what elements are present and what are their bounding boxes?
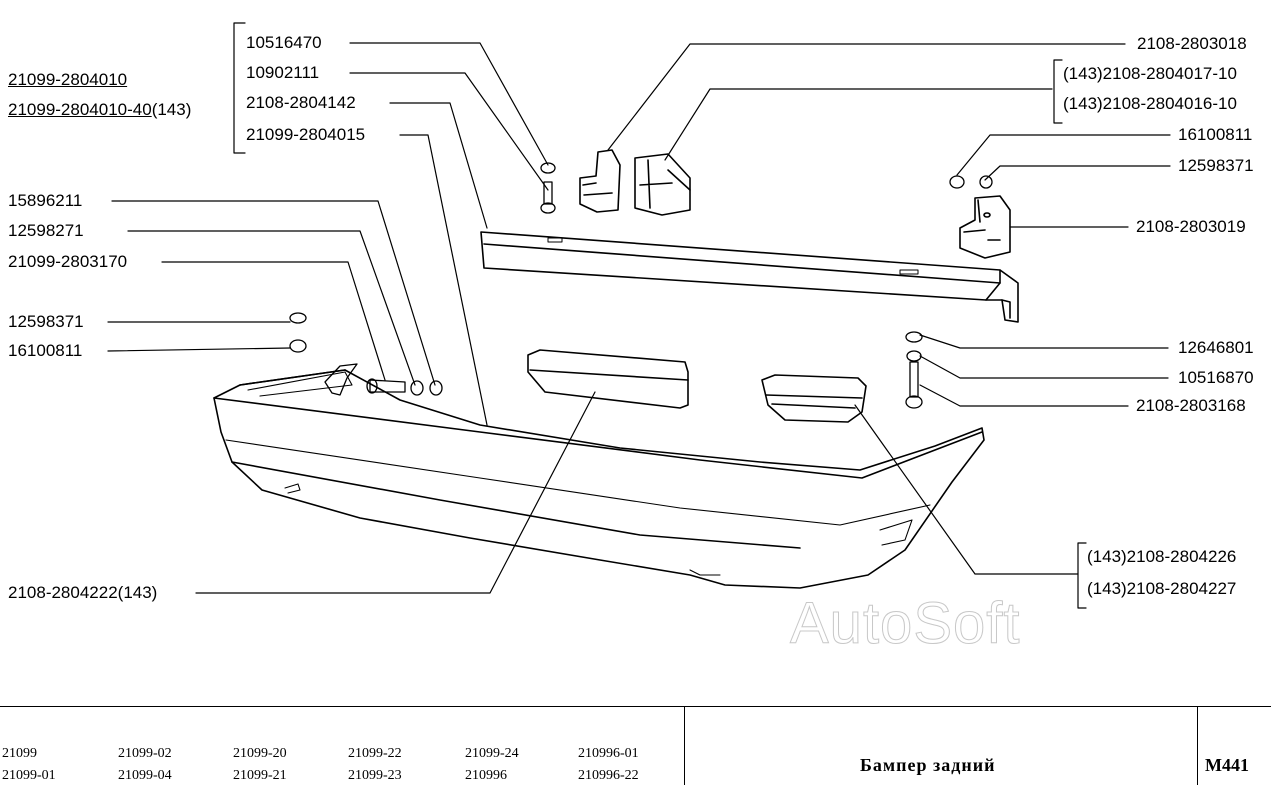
label-trim-small-1: (143)2108-2804226 <box>1087 547 1237 566</box>
label-right-mid-1: 12646801 <box>1178 338 1254 357</box>
model-code: 210996-22 <box>578 768 639 783</box>
assembly-code-variant-number: 21099-2804010-40 <box>8 100 152 119</box>
model-code: 21099-04 <box>118 768 172 783</box>
fasteners-right-mid <box>905 331 923 409</box>
model-code: 21099-22 <box>348 746 402 761</box>
label-brackets <box>233 22 1087 609</box>
model-code: 210996 <box>465 768 507 783</box>
label-nut-right: 16100811 <box>1178 125 1253 144</box>
label-bumper-shell: 21099-2804015 <box>246 125 366 144</box>
label-beam: 2108-2804142 <box>246 93 356 112</box>
model-code: 21099-23 <box>348 768 402 783</box>
bumper-shell <box>213 363 985 589</box>
assembly-code: 21099-2804010 <box>8 70 128 89</box>
model-code: 21099 <box>2 746 37 761</box>
mounting-brackets-left-pair <box>579 149 691 216</box>
label-left-4: 12598371 <box>8 312 84 331</box>
label-trim-large: 2108-2804222(143) <box>8 583 158 602</box>
model-code: 21099-24 <box>465 746 519 761</box>
label-washer-right: 12598371 <box>1178 156 1254 175</box>
assembly-code-variant-suffix: (143) <box>151 100 192 119</box>
model-code: 210996-01 <box>578 746 639 761</box>
watermark: AutoSoft <box>789 591 1021 657</box>
model-code: 21099-21 <box>233 768 287 783</box>
label-left-1: 15896211 <box>8 191 83 210</box>
model-code: 21099-01 <box>2 768 56 783</box>
trim-pad-small <box>761 374 867 423</box>
model-code: 21099-20 <box>233 746 287 761</box>
label-trim-small-2: (143)2108-2804227 <box>1087 579 1237 598</box>
title-block <box>0 706 1271 786</box>
label-bolt: 10516470 <box>246 33 322 52</box>
title-block-divider <box>1197 706 1198 785</box>
label-bracket-left: 2108-2803019 <box>1136 217 1246 236</box>
assembly-code-variant: 21099-2804010-40(143) <box>8 100 191 120</box>
label-right-mid-3: 2108-2803168 <box>1136 396 1246 415</box>
label-bracket-right: 2108-2803018 <box>1137 34 1247 53</box>
fasteners-top-left <box>540 162 556 214</box>
label-left-5: 16100811 <box>8 341 83 360</box>
label-pair-1: (143)2108-2804017-10 <box>1063 64 1237 83</box>
label-washer: 10902111 <box>246 63 320 82</box>
label-left-2: 12598271 <box>8 221 84 240</box>
trim-pad-large <box>527 349 689 409</box>
model-code: 21099-02 <box>118 746 172 761</box>
mounting-bracket-right <box>959 195 1011 259</box>
bumper-beam <box>480 231 1019 323</box>
label-left-3: 21099-2803170 <box>8 252 128 271</box>
sheet-code: M441 <box>1205 755 1249 775</box>
label-right-mid-2: 10516870 <box>1178 368 1254 387</box>
sheet-title: Бампер задний <box>860 755 996 775</box>
label-pair-2: (143)2108-2804016-10 <box>1063 94 1237 113</box>
title-block-divider <box>684 706 685 785</box>
fasteners-right-top <box>949 175 993 189</box>
fasteners-left <box>289 312 443 396</box>
leader-lines <box>107 42 1171 594</box>
